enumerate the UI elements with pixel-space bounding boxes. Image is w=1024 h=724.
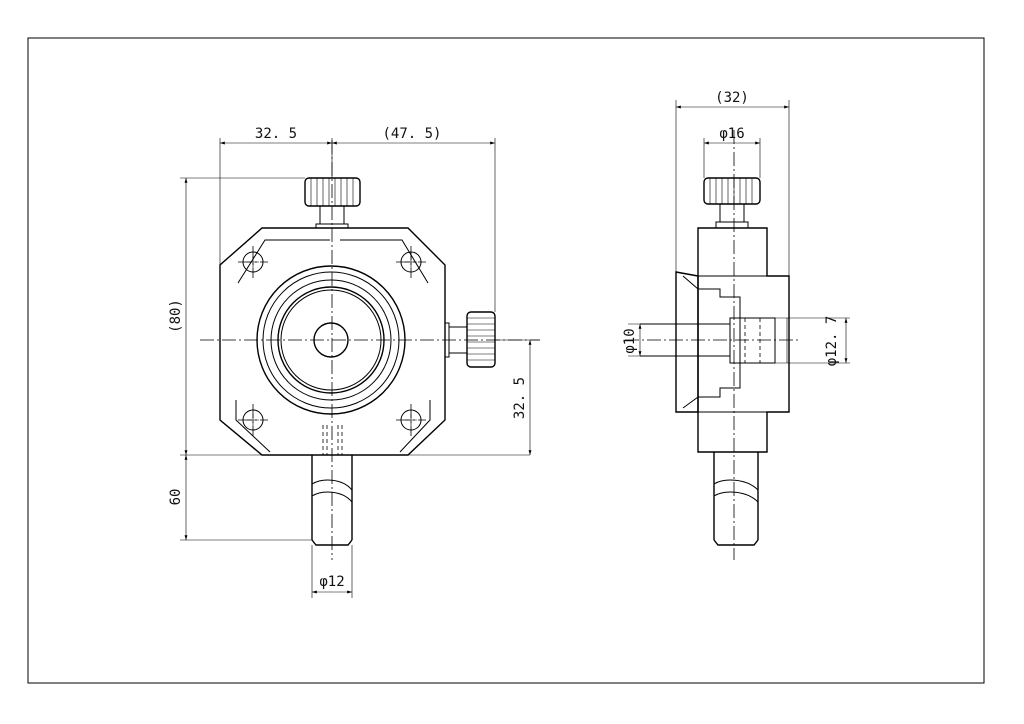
dim-height-total: (80) [168, 299, 184, 333]
dim-post-length: 60 [168, 489, 184, 506]
front-view: 32. 5 (47. 5) (80) 32. 5 60 φ12 [168, 126, 540, 598]
side-top-knob [703, 177, 761, 229]
side-flange [675, 271, 699, 413]
dim-post-diameter: φ12 [319, 574, 344, 590]
side-body-outline [697, 227, 790, 453]
dim-right-width: (47. 5) [382, 126, 441, 142]
dim-knob-height: 32. 5 [512, 377, 528, 419]
top-adjust-knob [304, 177, 361, 229]
dim-knob-diameter: φ16 [719, 126, 744, 142]
drawing-frame [27, 37, 985, 684]
dim-bore-diameter: φ10 [622, 328, 638, 353]
side-post [713, 452, 759, 546]
dim-mount-diameter: φ12. 7 [824, 316, 840, 367]
side-adjust-knob [444, 311, 496, 368]
side-view: (32) φ16 φ10 φ12. 7 [622, 90, 850, 560]
dim-left-width: 32. 5 [255, 126, 297, 142]
dim-total-depth: (32) [715, 90, 749, 106]
